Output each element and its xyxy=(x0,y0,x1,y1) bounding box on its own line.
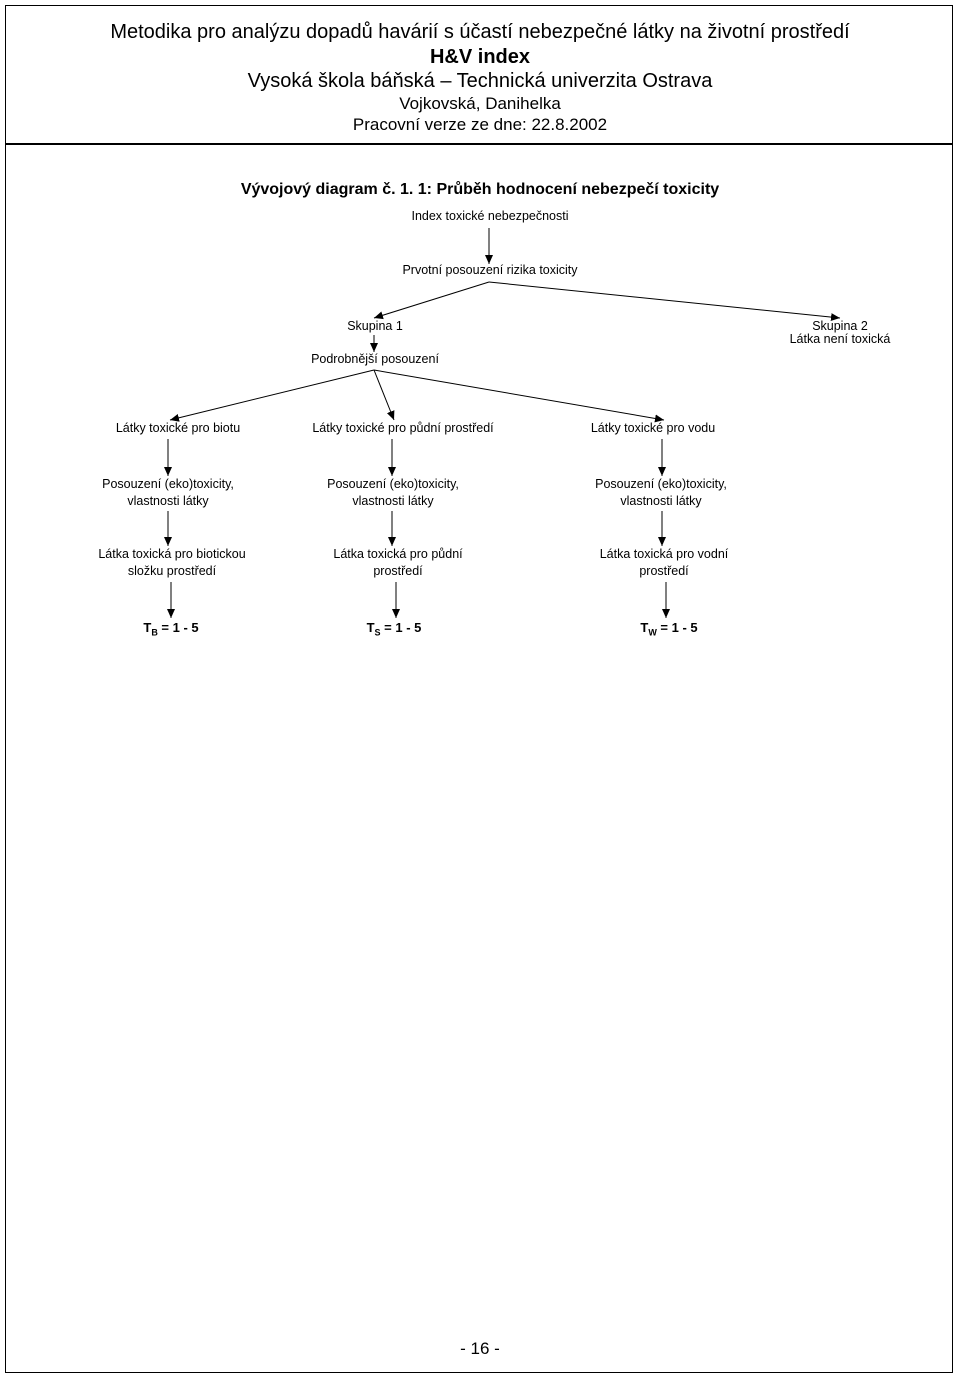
formula-tb: TB = 1 - 5 xyxy=(101,620,241,638)
ts-subscript: S xyxy=(374,627,381,638)
tb-symbol: T xyxy=(143,620,152,635)
node-not-toxic: Látka není toxická xyxy=(789,332,891,346)
assessment-soil-line1: Posouzení (eko)toxicity, xyxy=(327,477,459,491)
node-group-2: Skupina 2 xyxy=(812,319,868,333)
ts-symbol: T xyxy=(366,620,375,635)
tb-subscript: B xyxy=(151,627,158,638)
tw-value: = 1 - 5 xyxy=(656,620,698,635)
page-border xyxy=(5,5,953,1373)
arrow-detail-to-biota xyxy=(169,369,375,422)
result-soil-line1: Látka toxická pro půdní xyxy=(333,547,463,561)
page-number: - 16 - xyxy=(460,1339,500,1358)
header-university: Vysoká škola báňská – Technická univerzi… xyxy=(247,70,713,92)
node-toxic-biota: Látky toxické pro biotu xyxy=(115,421,241,435)
result-soil-line2: prostředí xyxy=(373,564,423,578)
result-water-line2: prostředí xyxy=(639,564,689,578)
tw-subscript: W xyxy=(648,627,657,638)
node-result-biota: Látka toxická pro biotickou složku prost… xyxy=(62,546,282,580)
header-rule xyxy=(5,143,953,145)
header-document-title: Metodika pro analýzu dopadů havárií s úč… xyxy=(110,21,850,43)
node-primary-assessment: Prvotní posouzení rizika toxicity xyxy=(402,263,578,277)
assessment-soil-line2: vlastnosti látky xyxy=(352,494,434,508)
arrow-detail-to-water xyxy=(373,369,665,423)
node-toxic-water: Látky toxické pro vodu xyxy=(590,421,716,435)
arrow-detail-to-soil xyxy=(373,369,395,421)
node-assessment-soil: Posouzení (eko)toxicity, vlastnosti látk… xyxy=(293,476,493,510)
tw-symbol: T xyxy=(640,620,649,635)
node-detailed-assessment: Podrobnější posouzení xyxy=(311,352,439,366)
node-result-water: Látka toxická pro vodní prostředí xyxy=(564,546,764,580)
assessment-biota-line1: Posouzení (eko)toxicity, xyxy=(102,477,234,491)
diagram-title: Vývojový diagram č. 1. 1: Průběh hodnoce… xyxy=(240,181,720,198)
tb-value: = 1 - 5 xyxy=(157,620,199,635)
result-water-line1: Látka toxická pro vodní xyxy=(599,547,729,561)
node-assessment-water: Posouzení (eko)toxicity, vlastnosti látk… xyxy=(561,476,761,510)
header-index-name: H&V index xyxy=(429,46,531,68)
result-biota-line1: Látka toxická pro biotickou xyxy=(98,547,246,561)
ts-value: = 1 - 5 xyxy=(380,620,422,635)
result-biota-line2: složku prostředí xyxy=(127,564,217,578)
node-toxic-soil: Látky toxické pro půdní prostředí xyxy=(312,421,494,435)
header-authors: Vojkovská, Danihelka xyxy=(399,94,561,113)
header-version-date: Pracovní verze ze dne: 22.8.2002 xyxy=(352,115,608,134)
formula-tw: TW = 1 - 5 xyxy=(599,620,739,638)
node-group-1: Skupina 1 xyxy=(347,319,403,333)
assessment-biota-line2: vlastnosti látky xyxy=(127,494,209,508)
assessment-water-line1: Posouzení (eko)toxicity, xyxy=(595,477,727,491)
assessment-water-line2: vlastnosti látky xyxy=(620,494,702,508)
formula-ts: TS = 1 - 5 xyxy=(324,620,464,638)
node-toxicity-index: Index toxické nebezpečnosti xyxy=(411,209,569,223)
node-result-soil: Látka toxická pro půdní prostředí xyxy=(298,546,498,580)
arrow-primary-to-group1 xyxy=(373,281,490,320)
arrow-primary-to-group2 xyxy=(488,281,841,322)
node-assessment-biota: Posouzení (eko)toxicity, vlastnosti látk… xyxy=(68,476,268,510)
